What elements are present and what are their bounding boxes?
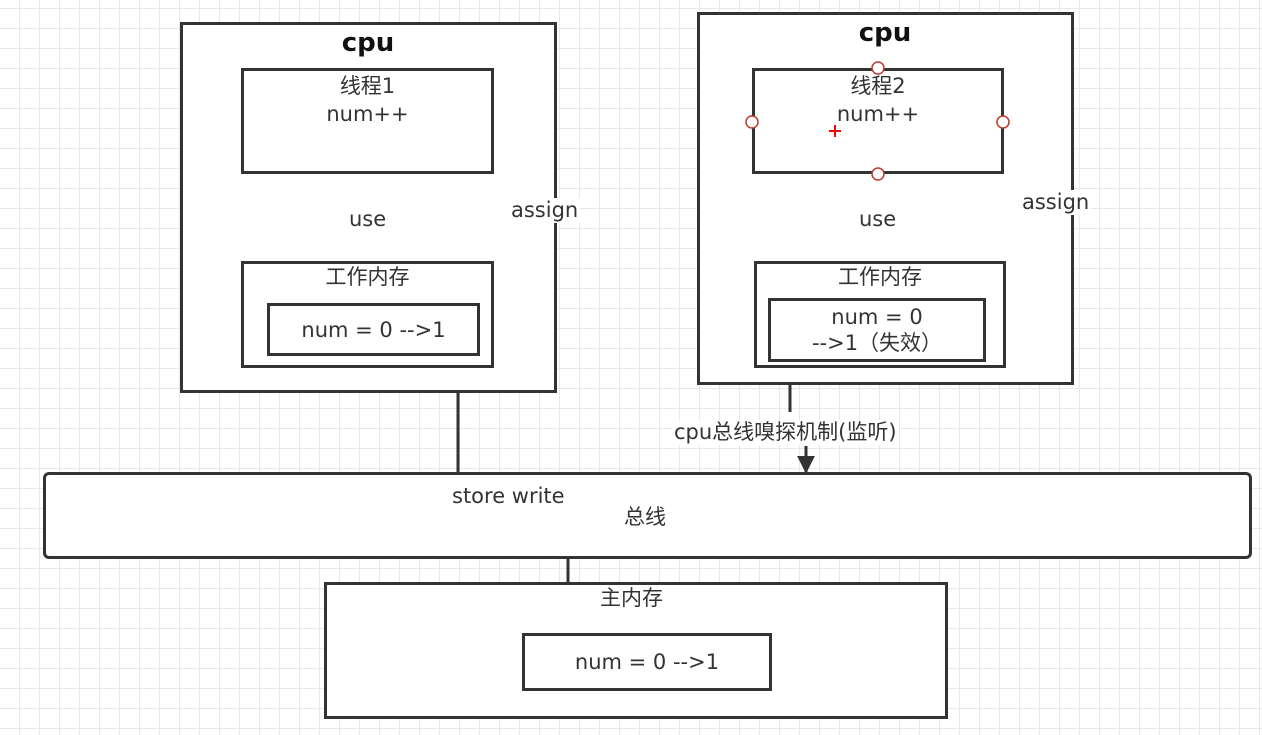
cpu1-num-value: num = 0 -->1 [301,318,446,342]
bus-title: 总线 [624,505,666,529]
cpu2-use-label: use [857,207,899,232]
cpu1-thread-name: 线程1 [339,74,396,98]
cpu1-use-label: use [347,207,389,232]
snoop-label: cpu总线嗅探机制(监听) [672,420,899,445]
cpu2-thread-op: num++ [836,102,920,126]
cpu1-thread-box[interactable] [241,68,494,174]
cpu2-num-value-box[interactable] [768,298,986,362]
cpu2-assign-label: assign [1020,190,1092,215]
cpu2-working-memory-title: 工作内存 [838,265,922,289]
cpu1-thread-op: num++ [326,102,409,126]
cpu2-thread-name: 线程2 [850,74,906,98]
main-memory-value: num = 0 -->1 [574,650,720,674]
cpu1-assign-label: assign [509,198,581,223]
cpu2-num-value-line2: -->1（失效） [811,331,943,355]
main-memory-title: 主内存 [600,586,663,610]
cpu2-num-value-line1: num = 0 [831,305,923,329]
cpu2-title: cpu [858,18,912,48]
store-write-label: store write [450,484,567,509]
cpu1-num-value-box[interactable] [267,303,480,356]
bus-box[interactable] [43,472,1252,559]
cpu1-working-memory-title: 工作内存 [325,265,410,289]
main-memory-value-box[interactable] [522,633,772,691]
main-memory-box[interactable] [324,582,948,719]
cpu1-title: cpu [341,28,395,58]
